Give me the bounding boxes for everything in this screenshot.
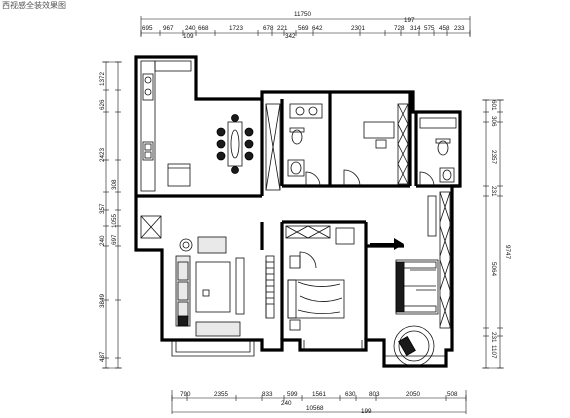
dim-bot-sub-a: 240	[281, 400, 292, 407]
bottom-dimensions: 790 2355 833 599 1561 630 803 2050 508 2…	[171, 390, 467, 415]
desk-icon	[363, 121, 395, 139]
chair-icon	[375, 139, 387, 149]
study-room	[343, 103, 409, 187]
dim-bot-9: 508	[447, 391, 458, 398]
stove-icon	[142, 73, 154, 101]
dim-top-11: 728	[394, 25, 405, 32]
dim-top-6: 678	[263, 25, 274, 32]
left-dimensions: 1372 626 2423 308 1055 697 240 3849 487 …	[99, 61, 122, 369]
top-dimensions: 11750 695 967 240 668 1723 678 221 569 6…	[140, 11, 471, 40]
wardrobe-icon	[285, 225, 331, 239]
tv-cabinet-icon	[265, 255, 275, 319]
dim-bot-3: 833	[262, 391, 273, 398]
bathroom-ensuite	[419, 117, 457, 187]
shoe-cabinet-icon	[140, 215, 162, 239]
sofa-bottom-icon	[195, 321, 241, 337]
nightstand-icon	[289, 319, 301, 331]
wardrobe-icon	[439, 191, 451, 329]
armchair-icon	[197, 236, 227, 254]
dim-top-sub-b: 342	[285, 33, 296, 40]
dim-right-5: 5064	[490, 262, 497, 277]
wardrobe-icon	[397, 103, 409, 185]
dim-bot-4: 599	[287, 391, 298, 398]
dim-left-8: 3849	[99, 293, 106, 308]
dim-top-2: 967	[163, 25, 174, 32]
dim-bot-8: 2050	[406, 391, 421, 398]
dim-right-1: 601	[490, 100, 497, 111]
dim-bot-6: 630	[345, 391, 356, 398]
dim-bot-sub-b: 199	[361, 408, 372, 415]
toilet-icon	[289, 127, 305, 145]
coffee-table-icon	[195, 261, 231, 313]
dim-top-4: 668	[198, 25, 209, 32]
plan-title: 西视感全装效果图	[2, 0, 66, 10]
dim-top-13: 575	[424, 25, 435, 32]
dim-bot-5: 1561	[312, 391, 327, 398]
dining-table-icon	[216, 114, 254, 174]
bed-icon	[287, 279, 345, 319]
basin-icon	[439, 167, 455, 183]
dim-left-3: 2423	[99, 147, 106, 162]
balcony-door	[265, 195, 437, 318]
right-dimensions: 9747 601 306 2357 231 5064 231 1107	[482, 99, 511, 369]
dim-top-1: 695	[142, 25, 153, 32]
dim-left-inner-1: 357	[99, 203, 106, 214]
dim-top-9: 642	[312, 25, 323, 32]
bedroom-second	[285, 225, 363, 351]
dim-right-6: 231	[490, 332, 497, 343]
dim-right-7: 1107	[490, 345, 497, 359]
kitchen	[140, 60, 192, 192]
dim-bot-7: 803	[369, 391, 380, 398]
dim-top-sub-a: 109	[183, 33, 194, 40]
dim-right-total: 9747	[504, 245, 511, 260]
cabinet-icon	[265, 103, 281, 191]
dim-left-2: 626	[99, 99, 106, 110]
dim-left-7: 240	[99, 235, 106, 246]
dim-top-sub-c: 197	[404, 17, 415, 24]
dim-top-15: 233	[454, 25, 465, 32]
toilet-icon	[435, 138, 451, 156]
dim-left-9: 487	[99, 351, 106, 362]
lounge-chair-icon	[393, 325, 435, 367]
kitchen-sink-icon	[142, 141, 154, 161]
dim-bot-total: 10568	[306, 405, 324, 412]
fridge-icon	[167, 163, 191, 187]
dim-top-10: 2301	[351, 25, 366, 32]
bathroom-main	[287, 103, 323, 187]
dim-bot-2: 2355	[214, 391, 229, 398]
arrow-icon	[370, 238, 404, 250]
dim-top-3: 240	[185, 25, 196, 32]
bedroom-master	[370, 191, 451, 367]
plant-icon	[179, 238, 193, 252]
basin-icon	[287, 159, 305, 177]
dim-top-12: 314	[410, 25, 421, 32]
dim-top-8: 569	[298, 25, 309, 32]
dim-left-1: 1372	[99, 71, 106, 86]
dim-top-5: 1723	[229, 25, 244, 32]
bed-icon	[395, 259, 439, 315]
dim-left-4: 308	[111, 179, 118, 190]
dim-bot-1: 790	[180, 391, 191, 398]
dim-left-6: 697	[111, 234, 118, 245]
dim-top-7: 221	[277, 25, 288, 32]
dim-right-3: 2357	[490, 150, 497, 165]
dim-left-5: 1055	[111, 213, 118, 228]
dim-right-4: 231	[490, 186, 497, 197]
sofa-icon	[175, 255, 191, 327]
dim-right-2: 306	[490, 116, 497, 127]
living-room	[140, 215, 275, 357]
dim-top-14: 458	[439, 25, 450, 32]
dim-top-total: 11750	[294, 11, 312, 18]
